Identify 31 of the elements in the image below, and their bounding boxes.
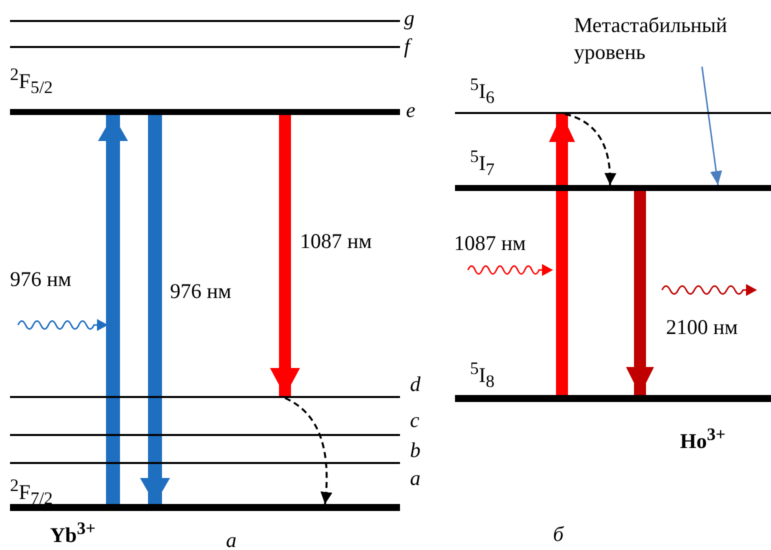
level-letter: b — [410, 440, 420, 461]
term-symbol: $^{5}$I$_{6}$ — [470, 76, 494, 107]
level-letter: d — [410, 374, 420, 395]
term-symbol: $^{5}$I$_{8}$ — [470, 360, 494, 391]
dashed-transition-arrow — [284, 397, 332, 504]
transition-arrow — [626, 191, 654, 395]
term-symbol: $^{5}$I$_{7}$ — [470, 148, 494, 179]
level-letter: e — [406, 100, 416, 121]
level-letter: c — [410, 410, 420, 431]
energy-level-line — [10, 46, 400, 48]
callout-text: Метастабильный уровень — [574, 12, 771, 67]
term-symbol: $^{2}$F$_{7/2}$ — [10, 477, 53, 508]
transition-arrow — [98, 115, 128, 504]
energy-level-line — [10, 396, 400, 398]
dashed-transition-arrow — [564, 113, 616, 185]
ion-label: Yb$^{3+}$ — [50, 520, 96, 546]
transition-arrow — [270, 115, 300, 396]
transition-arrow — [140, 115, 170, 504]
energy-level-line — [10, 20, 400, 22]
panel-label: б — [553, 524, 564, 545]
panel-label: а — [226, 530, 236, 550]
energy-level-line — [455, 112, 771, 114]
energy-level-line — [10, 462, 400, 464]
level-letter: g — [404, 8, 414, 29]
term-symbol: $^{2}$F$_{5/2}$ — [10, 66, 53, 97]
level-letter: f — [404, 36, 410, 57]
transition-arrow — [549, 114, 575, 395]
level-letter: a — [410, 468, 420, 489]
ion-label: Ho$^{3+}$ — [680, 426, 726, 452]
leader-arrow — [701, 66, 722, 186]
energy-level-line — [10, 434, 400, 436]
